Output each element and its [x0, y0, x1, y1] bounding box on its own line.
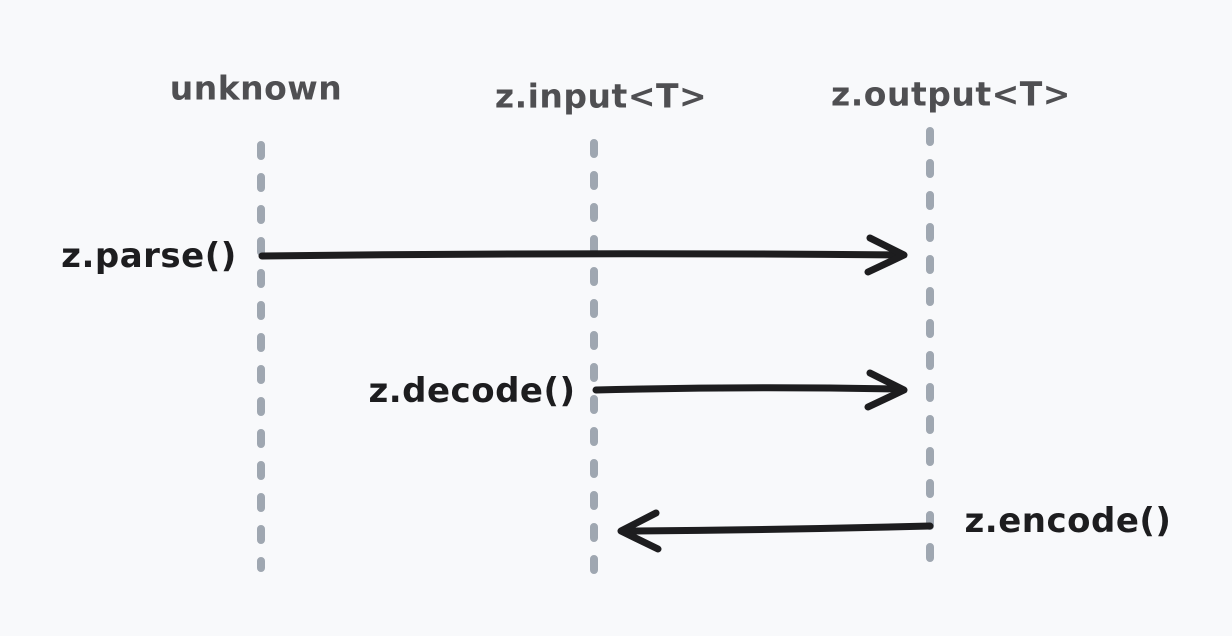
- encode-arrow: [617, 509, 934, 553]
- message-label-decode: z.decode(): [368, 371, 576, 411]
- parse-arrow: [258, 234, 908, 276]
- parse-arrowhead-icon: [864, 234, 908, 276]
- lane-label-z-input: z.input<T>: [494, 76, 708, 116]
- message-label-parse: z.parse(): [61, 236, 237, 276]
- message-label-encode: z.encode(): [964, 501, 1172, 541]
- decode-arrow-shaft: [592, 384, 903, 394]
- lane-label-z-output: z.output<T>: [831, 74, 1071, 114]
- lane-label-unknown: unknown: [169, 68, 343, 108]
- decode-arrowhead-icon: [864, 369, 908, 411]
- decode-arrow: [592, 369, 908, 411]
- encode-arrow-shaft: [623, 522, 934, 535]
- parse-arrow-shaft: [258, 250, 903, 260]
- encode-arrowhead-icon: [617, 509, 662, 553]
